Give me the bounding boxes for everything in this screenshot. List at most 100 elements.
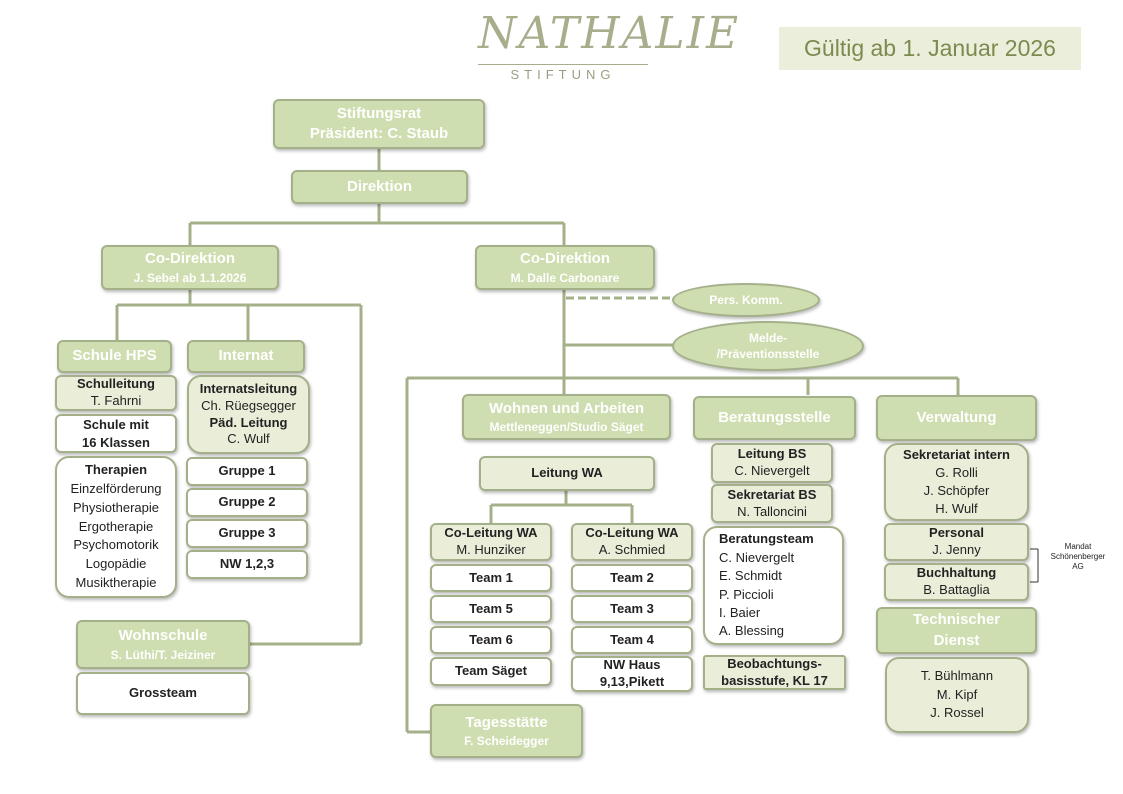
internatsleitung-title: Internatsleitung <box>199 380 298 396</box>
beratungsteam-box: Beratungsteam C. Nievergelt E. Schmidt P… <box>703 526 844 645</box>
klassen-box: Schule mit 16 Klassen <box>55 414 177 453</box>
nw-haus-line-2: 9,13,Pikett <box>599 674 665 689</box>
sekretariat-member: H. Wulf <box>935 501 978 517</box>
wohnen-arbeiten-title: Wohnen und Arbeiten <box>489 399 644 417</box>
melde-line-1: Melde- <box>748 330 787 345</box>
wohnschule-title: Wohnschule <box>118 627 208 645</box>
team-box: Team 5 <box>430 595 552 623</box>
co-leitung-right-name: A. Schmied <box>598 542 666 557</box>
verwaltung-title: Verwaltung <box>916 408 997 426</box>
gruppe-box: NW 1,2,3 <box>186 550 308 579</box>
buchhaltung-title: Buchhaltung <box>916 565 997 581</box>
co-leitung-left-title: Co-Leitung WA <box>444 525 538 541</box>
gruppe-box: Gruppe 1 <box>186 457 308 486</box>
technischer-dienst-member: J. Rossel <box>930 705 984 721</box>
schule-hps-box: Schule HPS <box>57 340 172 373</box>
sekretariat-bs-box: Sekretariat BS N. Talloncini <box>711 484 833 523</box>
gruppe-label: Gruppe 2 <box>218 494 276 510</box>
co-leitung-left-box: Co-Leitung WA M. Hunziker <box>430 523 552 561</box>
verwaltung-box: Verwaltung <box>876 395 1037 441</box>
pers-komm-oval: Pers. Komm. <box>672 283 820 317</box>
gruppe-label: Gruppe 1 <box>218 463 276 479</box>
gruppe-label: NW 1,2,3 <box>219 556 275 572</box>
sekretariat-bs-name: N. Talloncini <box>737 503 807 519</box>
personal-name: J. Jenny <box>932 542 981 557</box>
team-label: Team 5 <box>469 600 513 616</box>
technischer-dienst-line-1: Technischer <box>912 611 1001 629</box>
beobachtung-line-2: basisstufe, KL 17 <box>721 672 828 688</box>
sekretariat-member: G. Rolli <box>935 464 978 480</box>
therapie-item: Musiktherapie <box>75 575 157 591</box>
beobachtung-box: Beobachtungs- basisstufe, KL 17 <box>703 655 846 690</box>
sekretariat-intern-title: Sekretariat intern <box>903 446 1010 462</box>
therapien-title: Therapien <box>84 462 148 478</box>
schulleitung-name: T. Fahrni <box>90 393 142 408</box>
tagesstaette-title: Tagesstätte <box>465 713 548 731</box>
stiftungsrat-box: Stiftungsrat Präsident: C. Staub <box>273 99 485 149</box>
beratungsteam-title: Beratungsteam <box>719 531 814 547</box>
team-box: Team 2 <box>571 564 693 592</box>
co-direktion-right-title: Co-Direktion <box>520 250 610 268</box>
technischer-dienst-box: Technischer Dienst <box>876 607 1037 654</box>
personal-box: Personal J. Jenny <box>884 523 1029 561</box>
co-leitung-left-name: M. Hunziker <box>456 542 526 557</box>
team-label: Team 4 <box>610 631 654 647</box>
therapie-item: Einzelförderung <box>70 480 162 496</box>
sekretariat-member: J. Schöpfer <box>923 483 990 498</box>
melde-oval: Melde- /Präventionsstelle <box>672 321 864 371</box>
technischer-dienst-member: T. Bühlmann <box>920 667 994 683</box>
co-direktion-right-person: M. Dalle Carbonare <box>510 270 620 285</box>
co-direktion-left-title: Co-Direktion <box>145 250 235 268</box>
team-label: Team 6 <box>469 631 513 647</box>
team-box: Team Säget <box>430 657 552 686</box>
sekretariat-bs-title: Sekretariat BS <box>727 486 817 502</box>
paed-leitung-title: Päd. Leitung <box>209 414 288 430</box>
therapie-item: Ergotherapie <box>78 518 154 534</box>
personal-title: Personal <box>929 525 984 541</box>
technischer-dienst-member: M. Kipf <box>936 686 978 702</box>
grossteam-box: Grossteam <box>76 672 250 715</box>
nw-haus-box: NW Haus 9,13,Pikett <box>571 656 693 692</box>
stiftungsrat-title: Stiftungsrat <box>336 104 422 122</box>
beratungsteam-member: I. Baier <box>719 604 761 620</box>
direktion-box: Direktion <box>291 170 468 204</box>
nw-haus-line-1: NW Haus <box>603 657 661 673</box>
leitung-wa-label: Leitung WA <box>531 465 603 481</box>
team-label: Team 3 <box>610 600 654 616</box>
team-label: Team 1 <box>469 569 513 585</box>
paed-leitung-name: C. Wulf <box>227 431 270 447</box>
beratungsteam-member: P. Piccioli <box>719 586 774 602</box>
wohnen-arbeiten-box: Wohnen und Arbeiten Mettleneggen/Studio … <box>462 394 671 440</box>
buchhaltung-box: Buchhaltung B. Battaglia <box>884 563 1029 601</box>
mandat-line-3: AG <box>1072 562 1084 571</box>
buchhaltung-name: B. Battaglia <box>923 582 990 597</box>
mandat-note: Mandat Schönenberger AG <box>1040 542 1116 572</box>
gruppe-box: Gruppe 3 <box>186 519 308 548</box>
schulleitung-box: Schulleitung T. Fahrni <box>55 375 177 411</box>
beratungsteam-member: C. Nievergelt <box>719 549 795 565</box>
therapie-item: Physiotherapie <box>73 499 159 515</box>
beratungsteam-member: A. Blessing <box>719 623 785 639</box>
co-direktion-right-box: Co-Direktion M. Dalle Carbonare <box>475 245 655 290</box>
tagesstaette-box: Tagesstätte F. Scheidegger <box>430 704 583 758</box>
wohnschule-persons: S. Lüthi/T. Jeiziner <box>110 647 216 662</box>
internatsleitung-name: Ch. Rüegsegger <box>201 397 296 413</box>
sekretariat-intern-box: Sekretariat intern G. Rolli J. Schöpfer … <box>884 443 1029 521</box>
therapie-item: Logopädie <box>85 556 147 572</box>
internat-box: Internat <box>187 340 305 373</box>
wohnen-arbeiten-sub: Mettleneggen/Studio Säget <box>489 420 644 435</box>
team-box: Team 4 <box>571 626 693 654</box>
validity-banner: Gültig ab 1. Januar 2026 <box>779 27 1081 70</box>
gruppe-box: Gruppe 2 <box>186 488 308 517</box>
co-direktion-left-box: Co-Direktion J. Sebel ab 1.1.2026 <box>101 245 279 290</box>
mandat-line-2: Schönenberger <box>1050 552 1106 561</box>
team-box: Team 3 <box>571 595 693 623</box>
grossteam-label: Grossteam <box>129 685 197 701</box>
therapie-item: Psychomotorik <box>73 537 159 553</box>
logo: NATHALIE <box>478 8 741 59</box>
gruppe-label: Gruppe 3 <box>218 525 276 541</box>
logo-divider <box>478 64 648 65</box>
stiftungsrat-president: Präsident: C. Staub <box>309 125 449 142</box>
direktion-title: Direktion <box>346 177 412 195</box>
